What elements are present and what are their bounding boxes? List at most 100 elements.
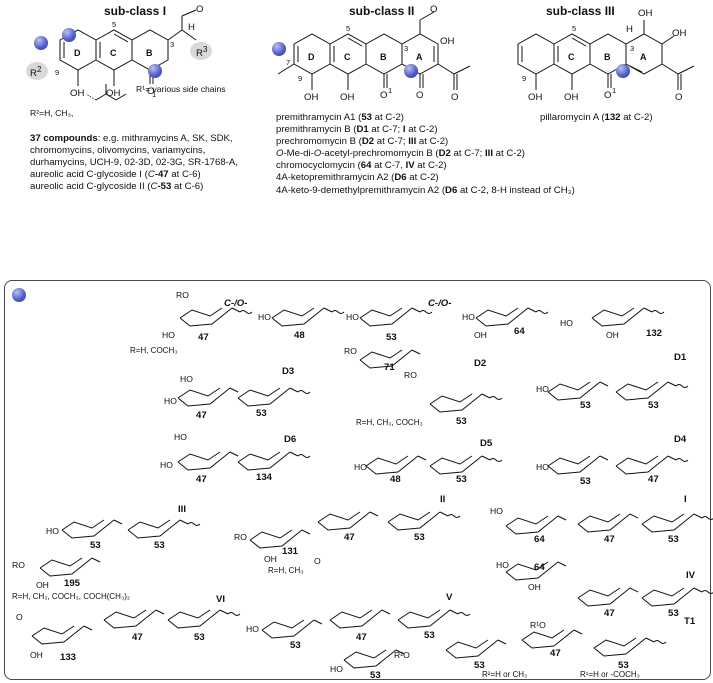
class-3-ring-system bbox=[517, 20, 695, 90]
t1-ring-4 bbox=[593, 637, 667, 657]
d5-ring-1 bbox=[365, 455, 427, 475]
class-2-ring-b: B bbox=[380, 52, 387, 62]
d6-ring-1 bbox=[177, 451, 239, 471]
t1-r2o: R²O bbox=[394, 650, 410, 660]
chain-ii-label: II bbox=[440, 494, 446, 505]
sugar-48-number: 48 bbox=[294, 330, 305, 341]
class-3-oh-top: OH bbox=[638, 8, 653, 19]
class-3-glycosylation-site-c2 bbox=[616, 64, 630, 78]
iii-sugar-53-a: 53 bbox=[90, 540, 101, 551]
iv-ring-3 bbox=[641, 587, 713, 607]
ii-sugar-47: 47 bbox=[344, 532, 355, 543]
vi-sugar-47: 47 bbox=[132, 632, 143, 643]
class-2-methoxy-o: O bbox=[430, 4, 438, 15]
ii-ring-2 bbox=[317, 511, 379, 531]
vi-sugar-53: 53 bbox=[194, 632, 205, 643]
d4-ring-2 bbox=[615, 455, 689, 475]
ii-sugar-53: 53 bbox=[414, 532, 425, 543]
class-1-glycosylation-site-c1 bbox=[148, 64, 162, 78]
iii-ring-1 bbox=[61, 519, 123, 539]
iii-r-note: R=H, CH₃, COCH₃, COCH(CH₃)₂ bbox=[12, 592, 130, 601]
iii-ring-2 bbox=[127, 519, 201, 539]
chain-iv-label: IV bbox=[686, 570, 696, 581]
v-acetyl-o: O bbox=[314, 556, 321, 566]
class-1-r3: R3 bbox=[196, 45, 208, 60]
class-2-position-9: 9 bbox=[298, 74, 303, 83]
d2-ring-2 bbox=[429, 393, 503, 413]
d2-ro-2: RO bbox=[404, 370, 417, 380]
iv-oh: OH bbox=[528, 582, 541, 592]
position-1-label: 1 bbox=[152, 90, 157, 99]
d3-ho-top: HO bbox=[180, 374, 193, 384]
d6-sugar-134: 134 bbox=[256, 472, 273, 483]
vi-oh: OH bbox=[30, 650, 43, 660]
i-ho: HO bbox=[490, 506, 503, 516]
d3-ho-left: HO bbox=[164, 396, 177, 406]
d5-sugar-53: 53 bbox=[456, 474, 467, 485]
chain-i-label: I bbox=[684, 494, 687, 505]
chain-d2-label: D2 bbox=[474, 358, 487, 369]
sugar-64-number: 64 bbox=[514, 326, 525, 337]
sugar-132-ho: HO bbox=[560, 318, 573, 328]
class-2-o-4: O bbox=[416, 90, 424, 101]
t1-ring-1 bbox=[343, 649, 405, 669]
class-3-position-9: 9 bbox=[522, 74, 527, 83]
d1-ho: HO bbox=[536, 384, 549, 394]
i-ring-1 bbox=[505, 515, 567, 535]
v-ring-1 bbox=[261, 619, 323, 639]
d4-ring-1 bbox=[547, 455, 609, 475]
class-1-h: H bbox=[188, 22, 195, 33]
sugar-53-number: 53 bbox=[386, 332, 397, 343]
r2-highlight bbox=[26, 62, 48, 80]
class-1-r1-note: R¹= various side chains bbox=[136, 84, 226, 94]
ii-ring-1 bbox=[249, 529, 311, 549]
chain-iii-label: III bbox=[178, 504, 186, 515]
class-1-oh-8: OH bbox=[106, 88, 121, 99]
d2-ro: RO bbox=[344, 346, 357, 356]
sugar-64-ring bbox=[475, 307, 549, 327]
sugar-132-oh: OH bbox=[606, 330, 619, 340]
d4-sugar-53: 53 bbox=[580, 476, 591, 487]
d1-sugar-53-a: 53 bbox=[580, 400, 591, 411]
chain-d3-label: D3 bbox=[282, 366, 295, 377]
sugar-47-ho: HO bbox=[162, 330, 175, 340]
sugar-53-ring bbox=[359, 307, 433, 327]
sugar-48-ho: HO bbox=[258, 312, 271, 322]
class-2-position-5: 5 bbox=[346, 24, 351, 33]
class-1-methoxy-o: O bbox=[196, 4, 204, 15]
vi-ring-3 bbox=[167, 609, 241, 629]
class-3-ring-a: A bbox=[640, 52, 647, 62]
class-3-h: H bbox=[626, 24, 633, 35]
sugar-64-oh: OH bbox=[474, 330, 487, 340]
class-2-oh-a: OH bbox=[440, 36, 455, 47]
sugar-47-c-o-link: C-/O- bbox=[224, 298, 248, 309]
i-sugar-47: 47 bbox=[604, 534, 615, 545]
t1-ring-2 bbox=[445, 639, 507, 659]
class-2-position-1: 1 bbox=[388, 86, 393, 95]
sugar-47-ring bbox=[179, 307, 253, 327]
d6-sugar-47: 47 bbox=[196, 474, 207, 485]
v-sugar-53-b: 53 bbox=[424, 630, 435, 641]
class-1-glycosylation-site-left bbox=[34, 36, 48, 50]
class-2-ring-d: D bbox=[308, 52, 315, 62]
iii-sugar-53-b: 53 bbox=[154, 540, 165, 551]
class-3-ring-b: B bbox=[604, 52, 611, 62]
iv-sugar-47: 47 bbox=[604, 608, 615, 619]
class-2-glycosylation-site-c2 bbox=[404, 64, 418, 78]
sugar-64-ho: HO bbox=[462, 312, 475, 322]
d5-ho: HO bbox=[354, 462, 367, 472]
iii-ring-195 bbox=[39, 557, 101, 577]
t1-sugar-53-c: 53 bbox=[618, 660, 629, 671]
vi-o: O bbox=[16, 612, 23, 622]
d1-sugar-53-b: 53 bbox=[648, 400, 659, 411]
class-1-ketone-o: O bbox=[147, 86, 155, 97]
class-2-oh-8: OH bbox=[340, 92, 355, 103]
iv-ring-1 bbox=[505, 561, 567, 581]
sugar-47-r-note: R=H, COCH₃ bbox=[130, 346, 178, 355]
iv-sugar-53: 53 bbox=[668, 608, 679, 619]
chain-t1-label: T1 bbox=[684, 616, 696, 627]
iii-sugar-195: 195 bbox=[64, 578, 81, 589]
t1-sugar-47: 47 bbox=[550, 648, 561, 659]
ii-r-note: R=H, CH₃ bbox=[268, 566, 304, 575]
